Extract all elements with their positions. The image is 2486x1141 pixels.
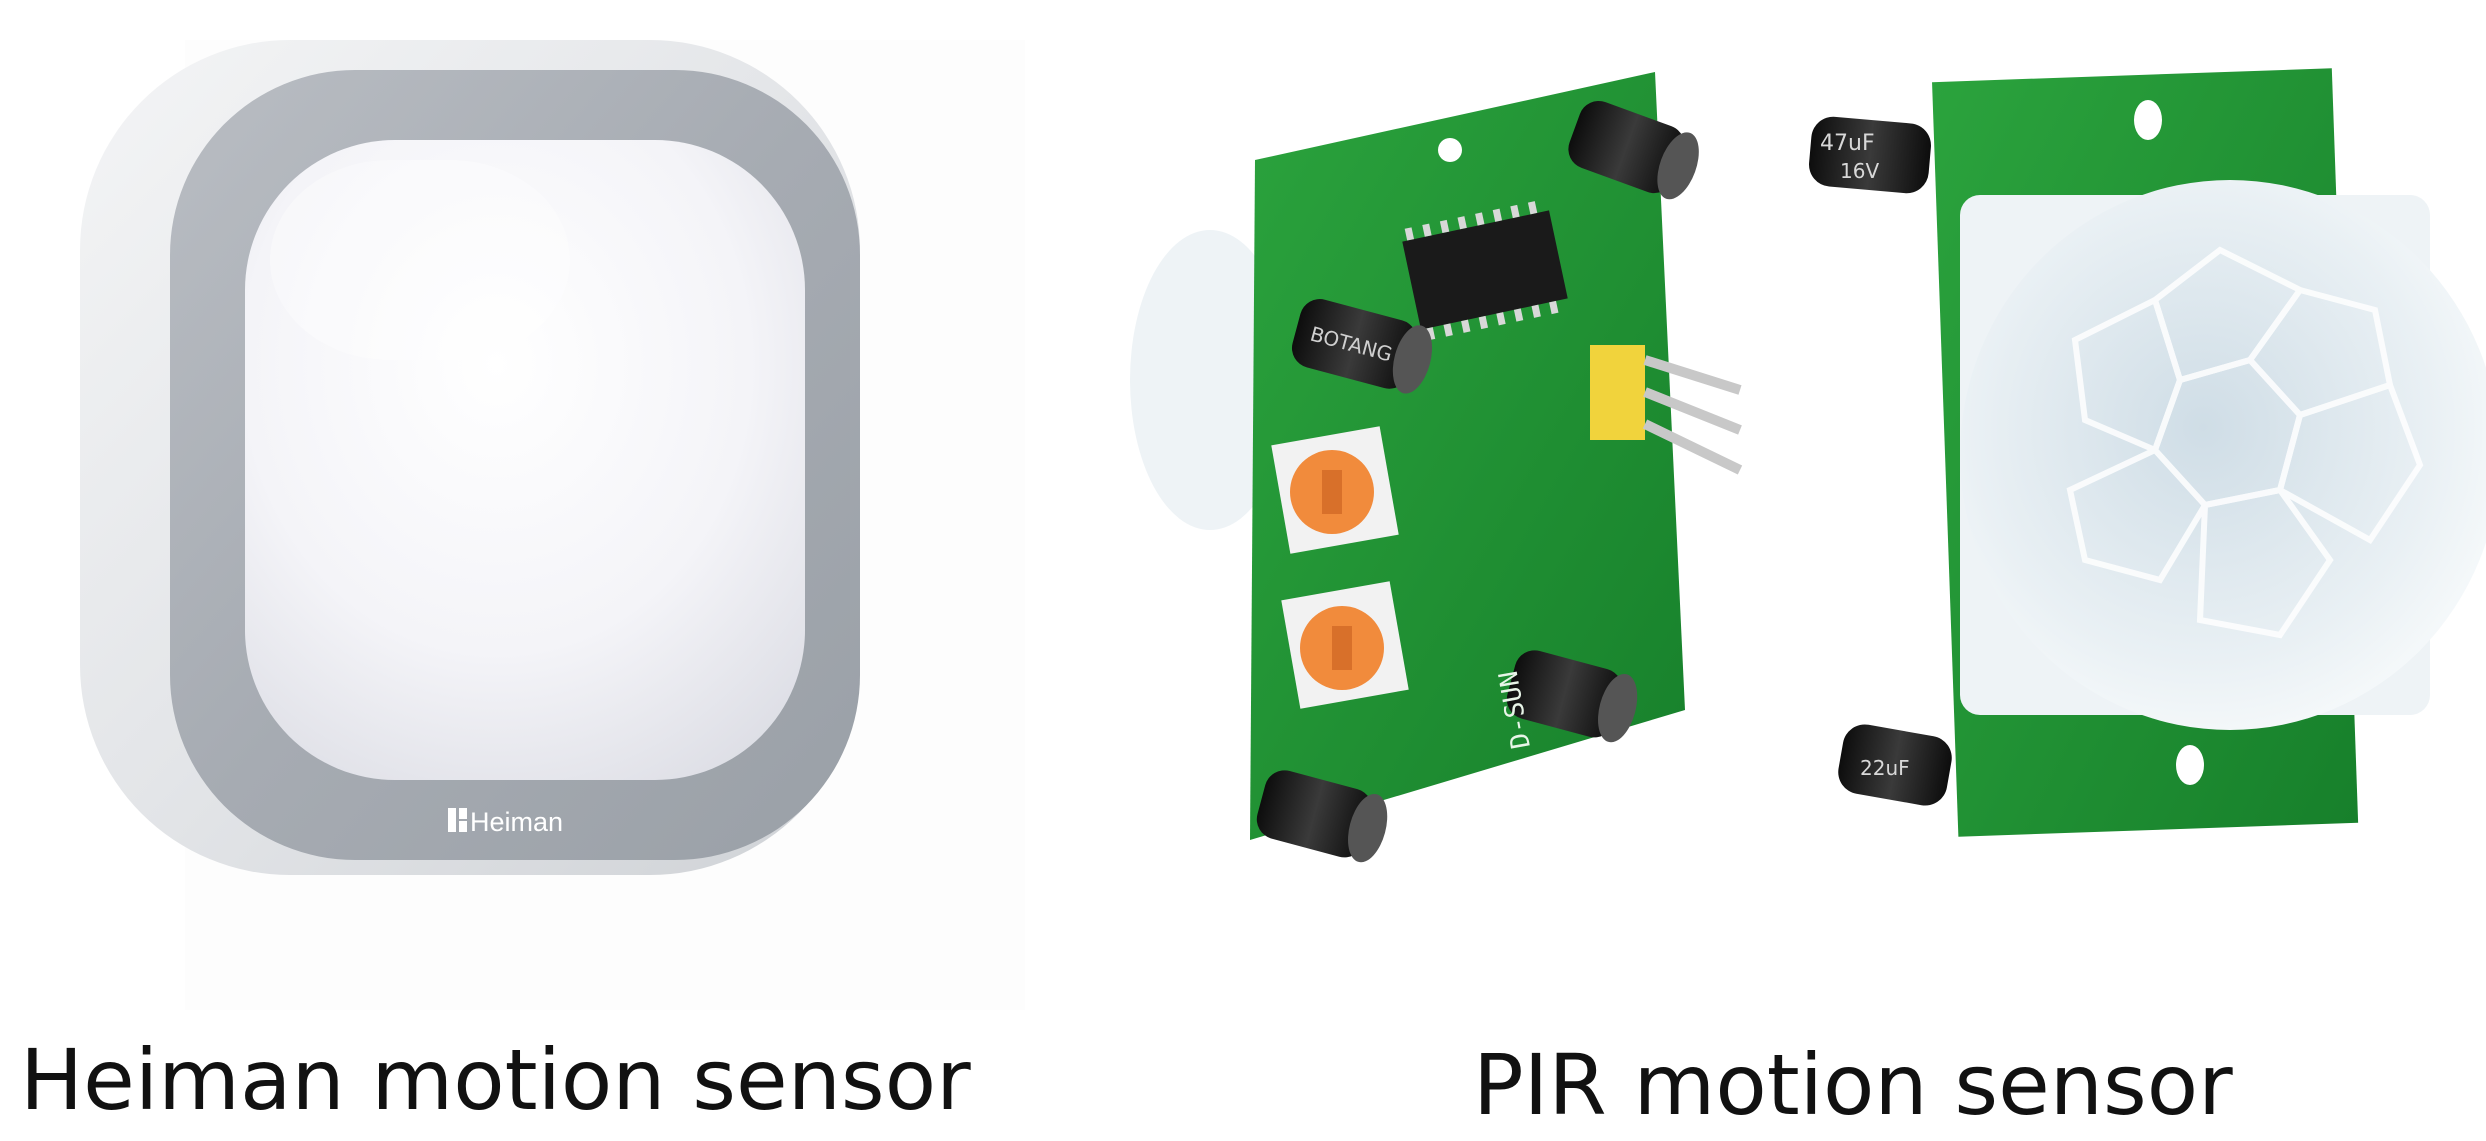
potentiometer [1281,581,1409,709]
potentiometer [1271,426,1399,554]
capacitor [1568,100,1699,200]
heiman-logo: Heiman [448,807,563,837]
capacitor: BOTANG [1291,299,1433,394]
capacitor [1256,770,1388,863]
pir-sensor-photo: BOTANG [1130,68,2486,863]
heiman-sensor-photo: Heiman [80,40,1025,1010]
cap-value-47: 47uF [1820,131,1875,156]
pir-board-front: 47uF 16V 22uF [1809,68,2486,837]
pir-board-back: BOTANG [1130,72,1743,863]
ic-chip [1402,210,1568,330]
heiman-panel: Heiman Heiman motion sensor [0,0,1040,1141]
fresnel-facets [2066,246,2424,639]
capacitor [1506,650,1638,743]
fresnel-dome [1960,180,2486,730]
heiman-caption: Heiman motion sensor [20,1031,971,1129]
lens-dome [245,140,805,780]
cap-voltage: 16V [1840,159,1879,183]
heiman-logo-text: Heiman [470,807,563,837]
header-pins [1590,345,1743,475]
pir-caption: PIR motion sensor [1473,1036,2233,1134]
capacitor: 22uF [1838,724,1952,806]
cap-value-22: 22uF [1860,756,1910,780]
capacitor: 47uF 16V [1809,116,1931,194]
pir-panel: BOTANG [1100,0,2486,1141]
